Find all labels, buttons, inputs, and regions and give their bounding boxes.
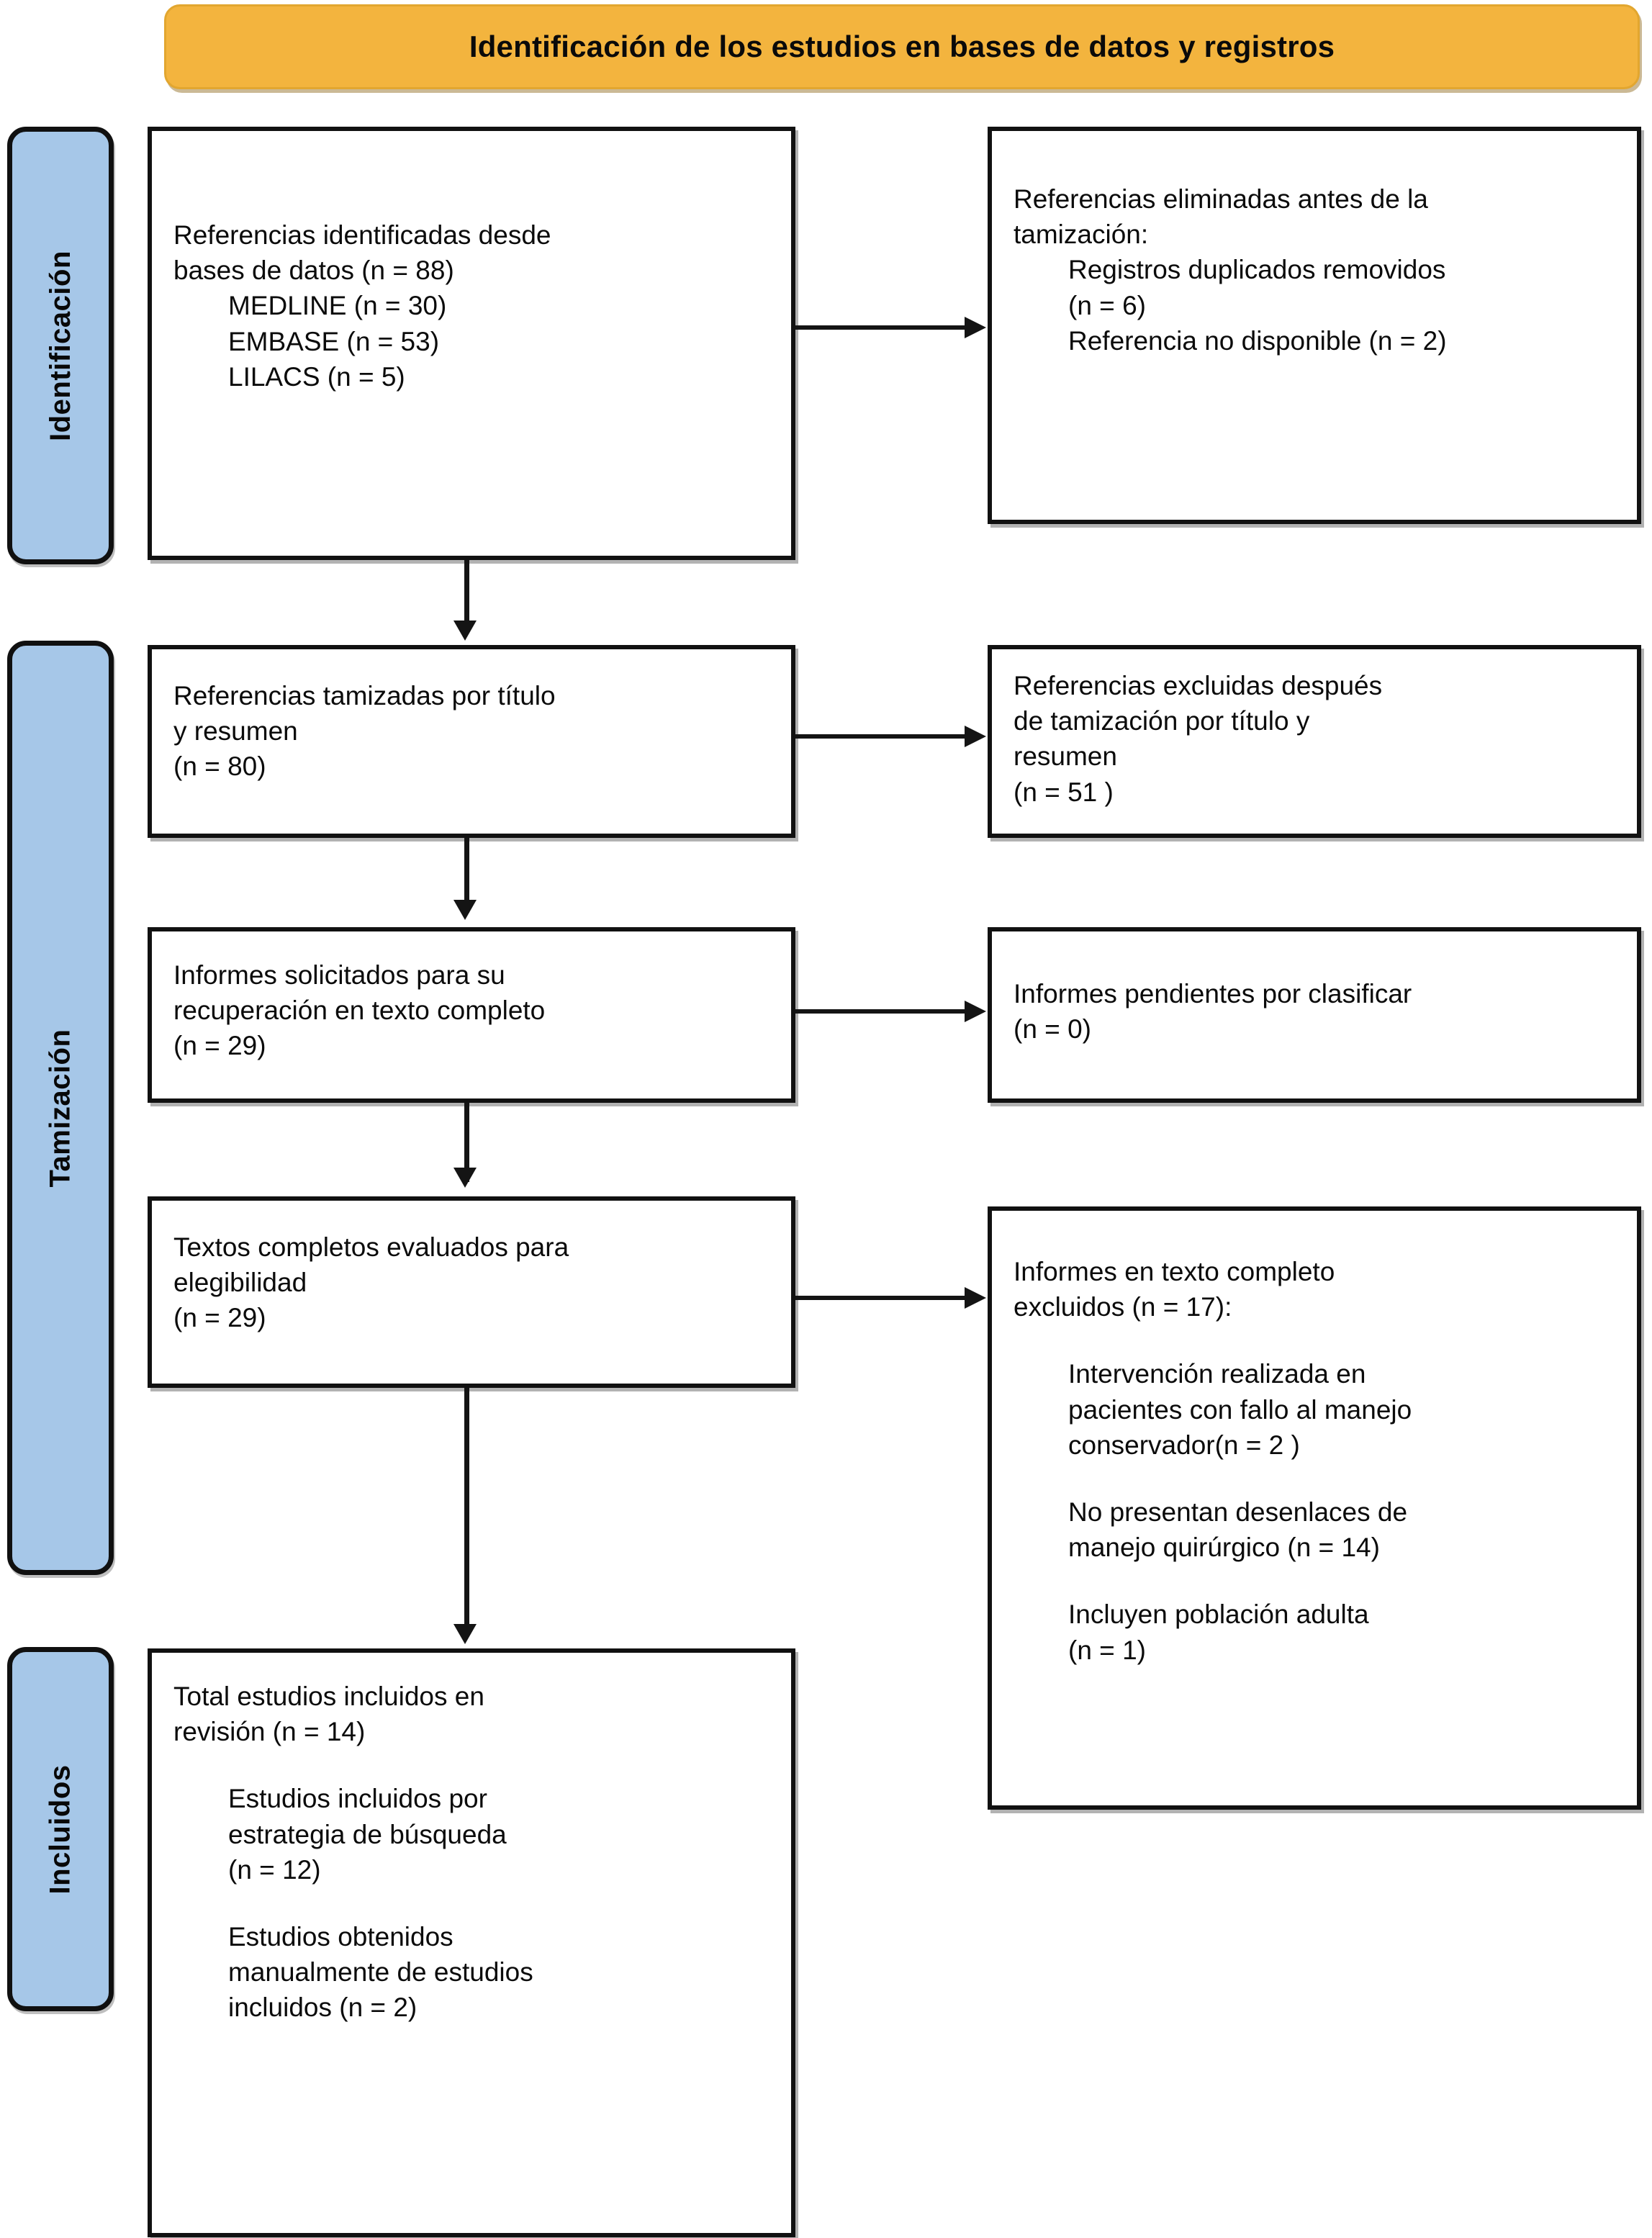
- box-line: Textos completos evaluados para: [173, 1232, 569, 1262]
- box-line-count: revisión (n = 14): [173, 1717, 366, 1747]
- box-line: resumen: [1014, 741, 1117, 772]
- box-line: Referencias identificadas desde: [173, 220, 551, 250]
- box-studies-included: Total estudios incluidos en revisión (n …: [148, 1648, 795, 2237]
- box-line-count: incluidos (n = 2): [228, 1993, 417, 2023]
- stage-pill-label: Tamización: [44, 1029, 76, 1187]
- box-line: y resumen: [173, 716, 298, 746]
- box-line: Registros duplicados removidos: [1068, 255, 1446, 285]
- arrow-right-icon: [965, 1001, 986, 1022]
- connector-assessed-to-included: [464, 1388, 469, 1633]
- stage-pill-tamizacion: Tamización: [7, 641, 114, 1575]
- box-reports-pending-classification: Informes pendientes por clasificar (n = …: [988, 927, 1641, 1103]
- box-line: Informes pendientes por clasificar: [1014, 979, 1412, 1009]
- connector-identified-to-removed: [795, 325, 972, 330]
- arrow-right-icon: [965, 726, 986, 747]
- box-line-lilacs: LILACS (n = 5): [228, 361, 405, 392]
- box-reports-excluded-fulltext: Informes en texto completo excluidos (n …: [988, 1206, 1641, 1810]
- box-line: Total estudios incluidos en: [173, 1682, 484, 1711]
- box-line-count: (n = 51 ): [1014, 777, 1114, 807]
- box-line-medline: MEDLINE (n = 30): [228, 291, 447, 321]
- box-records-identified: Referencias identificadas desde bases de…: [148, 127, 795, 560]
- box-line: de tamización por título y: [1014, 706, 1310, 736]
- box-records-excluded-title-abstract: Referencias excluidas después de tamizac…: [988, 645, 1641, 838]
- connector-identified-to-screened: [464, 560, 469, 629]
- box-line: elegibilidad: [173, 1268, 307, 1298]
- box-line: Estudios obtenidos: [228, 1922, 453, 1952]
- box-line-count: (n = 12): [228, 1854, 321, 1885]
- box-line: Informes en texto completo: [1014, 1257, 1335, 1286]
- box-line-reason: Intervención realizada en: [1068, 1359, 1366, 1389]
- box-line: Referencias eliminadas antes de la: [1014, 184, 1428, 214]
- box-line-count: (n = 29): [173, 1303, 266, 1333]
- stage-pill-incluidos: Incluidos: [7, 1647, 114, 2011]
- box-line-reason: (n = 1): [1068, 1635, 1146, 1665]
- identification-banner: Identificación de los estudios en bases …: [164, 4, 1640, 89]
- arrow-right-icon: [965, 1287, 986, 1309]
- stage-pill-label: Identificación: [44, 250, 76, 441]
- box-records-screened: Referencias tamizadas por título y resum…: [148, 645, 795, 838]
- arrow-down-icon: [453, 1168, 477, 1188]
- box-line-count: (n = 29): [173, 1031, 266, 1061]
- box-line-count: (n = 6): [1068, 290, 1146, 320]
- box-line: manualmente de estudios: [228, 1957, 533, 1987]
- box-line-count: (n = 80): [173, 752, 266, 782]
- box-line-reason: No presentan desenlaces de: [1068, 1497, 1408, 1528]
- box-reports-sought: Informes solicitados para su recuperació…: [148, 927, 795, 1103]
- box-line: Referencia no disponible (n = 2): [1068, 325, 1447, 356]
- banner-title: Identificación de los estudios en bases …: [469, 29, 1335, 63]
- box-line-reason: conservador(n = 2 ): [1068, 1430, 1300, 1460]
- box-line-count: excluidos (n = 17):: [1014, 1292, 1232, 1322]
- box-line: Referencias excluidas después: [1014, 671, 1383, 700]
- arrow-down-icon: [453, 900, 477, 920]
- box-line-count: (n = 0): [1014, 1014, 1091, 1044]
- connector-screened-to-excluded: [795, 734, 972, 739]
- stage-pill-label: Incluidos: [44, 1764, 76, 1895]
- arrow-down-icon: [453, 1624, 477, 1644]
- box-line: estrategia de búsqueda: [228, 1819, 507, 1849]
- box-line-reason: manejo quirúrgico (n = 14): [1068, 1533, 1380, 1563]
- box-line: Informes solicitados para su: [173, 960, 505, 990]
- box-records-removed-before-screening: Referencias eliminadas antes de la tamiz…: [988, 127, 1641, 524]
- connector-sought-to-pending: [795, 1009, 972, 1014]
- box-line: bases de datos (n = 88): [173, 256, 454, 286]
- box-line-reason: Incluyen población adulta: [1068, 1599, 1369, 1630]
- box-line-reason: pacientes con fallo al manejo: [1068, 1394, 1412, 1425]
- box-line: tamización:: [1014, 220, 1149, 250]
- arrow-down-icon: [453, 621, 477, 641]
- stage-pill-identificacion: Identificación: [7, 127, 114, 564]
- connector-sought-to-assessed: [464, 1103, 469, 1182]
- box-reports-assessed: Textos completos evaluados para elegibil…: [148, 1196, 795, 1388]
- arrow-right-icon: [965, 317, 986, 338]
- box-line: recuperación en texto completo: [173, 996, 546, 1026]
- connector-assessed-to-excluded-fulltext: [795, 1296, 972, 1300]
- connector-screened-to-sought: [464, 838, 469, 913]
- box-line-embase: EMBASE (n = 53): [228, 326, 440, 356]
- box-line: Estudios incluidos por: [228, 1784, 487, 1814]
- box-line: Referencias tamizadas por título: [173, 681, 556, 710]
